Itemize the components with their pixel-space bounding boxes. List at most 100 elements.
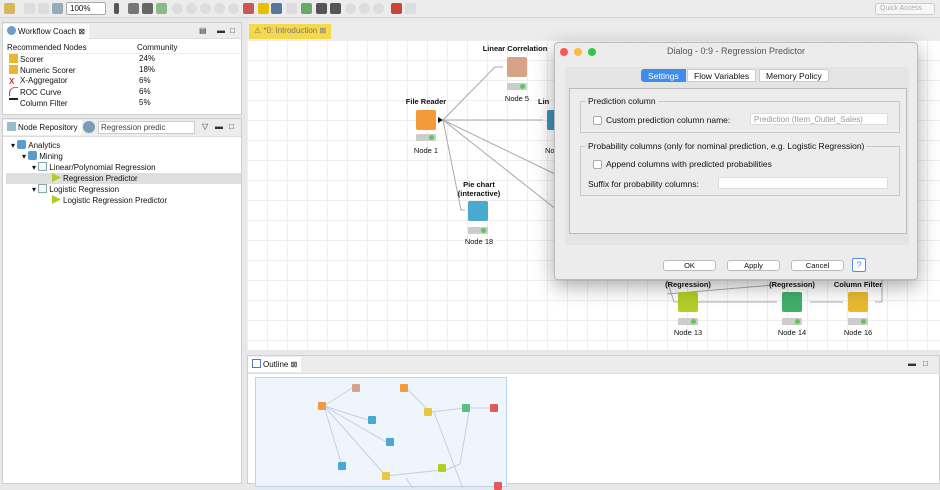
minimize-icon[interactable]: ▬	[217, 26, 225, 35]
maximize-icon[interactable]: □	[923, 359, 928, 368]
preferences-icon[interactable]: ▤	[199, 26, 207, 35]
status-light	[416, 134, 436, 141]
node-14[interactable]	[782, 292, 802, 312]
save-icon[interactable]	[24, 3, 35, 14]
save-as-icon[interactable]	[38, 3, 49, 14]
add-metanode-icon[interactable]	[301, 3, 312, 14]
step-icon[interactable]	[345, 3, 356, 14]
align-icon[interactable]	[114, 3, 119, 14]
tree-item-logistic-regression[interactable]: ▾ Logistic Regression	[32, 184, 120, 194]
coach-icon	[7, 26, 16, 35]
node-label[interactable]: Node 18	[464, 237, 494, 246]
tab-workflow-coach[interactable]: Workflow Coach ⊠	[3, 24, 90, 39]
cancel-icon[interactable]	[214, 3, 225, 14]
minimize-window-button[interactable]	[574, 48, 582, 56]
layout-editor-icon[interactable]	[405, 3, 416, 14]
tab-memory-policy[interactable]: Memory Policy	[759, 69, 829, 82]
minimize-icon[interactable]: ▬	[908, 359, 916, 368]
tab-settings[interactable]: Settings	[641, 69, 686, 82]
view-icon[interactable]	[271, 3, 282, 14]
node-label[interactable]: Node 16	[843, 328, 873, 337]
resume-icon[interactable]	[373, 3, 384, 14]
maximize-icon[interactable]: □	[230, 26, 235, 35]
reset-icon[interactable]	[243, 3, 254, 14]
suffix-input[interactable]	[718, 177, 888, 189]
tree-item-logistic-regression-predictor[interactable]: Logistic Regression Predictor	[52, 195, 167, 206]
close-window-button[interactable]	[560, 48, 568, 56]
main-toolbar: 100% Quick Access	[0, 0, 940, 18]
node-label[interactable]: Node 14	[777, 328, 807, 337]
node-pie-chart[interactable]	[468, 201, 488, 221]
predictor-icon	[52, 195, 61, 204]
zoom-select[interactable]: 100%	[66, 2, 106, 15]
cancel-button[interactable]: Cancel	[791, 260, 844, 271]
quick-access-input[interactable]: Quick Access	[875, 3, 935, 15]
node-label[interactable]: Node 1	[413, 146, 439, 155]
append-probabilities-checkbox[interactable]	[593, 160, 602, 169]
execute-icon[interactable]	[172, 3, 183, 14]
close-icon[interactable]: ⊠	[290, 360, 298, 369]
cancel-all-icon[interactable]	[228, 3, 239, 14]
custom-name-checkbox[interactable]	[593, 116, 602, 125]
help-button[interactable]: ?	[852, 258, 866, 272]
view-menu-icon[interactable]: ▽	[202, 122, 209, 131]
link-icon[interactable]	[128, 3, 139, 14]
pause-icon[interactable]	[359, 3, 370, 14]
outline-minimap[interactable]	[255, 377, 507, 490]
column-filter-icon	[9, 98, 18, 107]
x-aggregator-icon: X	[9, 77, 15, 86]
new-workflow-icon[interactable]	[4, 3, 15, 14]
status-light	[782, 318, 802, 325]
minimap-node	[352, 384, 360, 392]
minimize-icon[interactable]: ▬	[215, 122, 223, 131]
hide-labels-icon[interactable]	[330, 3, 341, 14]
node-search-input[interactable]: Regression predic	[98, 121, 195, 134]
node-title: (Regression)	[665, 280, 711, 289]
execute-all-icon[interactable]	[186, 3, 197, 14]
node-label[interactable]: Node 5	[504, 94, 530, 103]
apply-button[interactable]: Apply	[727, 260, 780, 271]
tab-node-repository[interactable]: Node Repository	[3, 120, 82, 135]
layout-icon[interactable]	[142, 3, 153, 14]
tab-introduction[interactable]: ⚠ *0: Introduction ⊠	[249, 24, 332, 39]
hub-icon[interactable]	[391, 3, 402, 14]
node-file-reader[interactable]	[416, 110, 436, 130]
node-title: File Reader	[405, 97, 447, 106]
node-linear-correlation[interactable]	[507, 57, 527, 77]
tree-item-regression-predictor[interactable]: Regression Predictor	[6, 173, 241, 184]
custom-name-input[interactable]: Prediction (Item_Outlet_Sales)	[750, 113, 888, 125]
node-title: (Regression)	[769, 280, 815, 289]
minimap-node	[400, 384, 408, 392]
maximize-icon[interactable]: □	[229, 122, 234, 131]
output-port[interactable]	[438, 117, 443, 123]
annotation-icon[interactable]	[258, 3, 269, 14]
connection	[442, 119, 558, 176]
save-all-icon[interactable]	[52, 3, 63, 14]
tree-item-analytics[interactable]: ▾ Analytics	[11, 140, 61, 150]
execute-open-icon[interactable]	[200, 3, 211, 14]
zoom-window-button[interactable]	[588, 48, 596, 56]
node-repository-panel: Node Repository Regression predic ▽ ▬ □ …	[2, 118, 242, 484]
node-13[interactable]	[678, 292, 698, 312]
ok-button[interactable]: OK	[663, 260, 716, 271]
node-id-icon[interactable]	[316, 3, 327, 14]
search-icon[interactable]	[286, 3, 297, 14]
tree-item-linear-regression[interactable]: ▾ Linear/Polynomial Regression	[32, 162, 156, 172]
tab-flow-variables[interactable]: Flow Variables	[687, 69, 757, 82]
node-column-filter[interactable]	[848, 292, 868, 312]
node-label[interactable]: Node 13	[673, 328, 703, 337]
minimap-node	[382, 472, 390, 480]
node-label[interactable]: No	[545, 146, 555, 155]
close-icon[interactable]: ⊠	[78, 27, 86, 36]
tree-item-mining[interactable]: ▾ Mining	[22, 151, 63, 161]
search-mode-icon[interactable]	[83, 121, 95, 133]
tab-outline[interactable]: Outline ⊠	[248, 357, 302, 372]
configure-icon[interactable]	[156, 3, 167, 14]
close-icon[interactable]: ⊠	[319, 26, 327, 35]
connection	[875, 280, 883, 303]
